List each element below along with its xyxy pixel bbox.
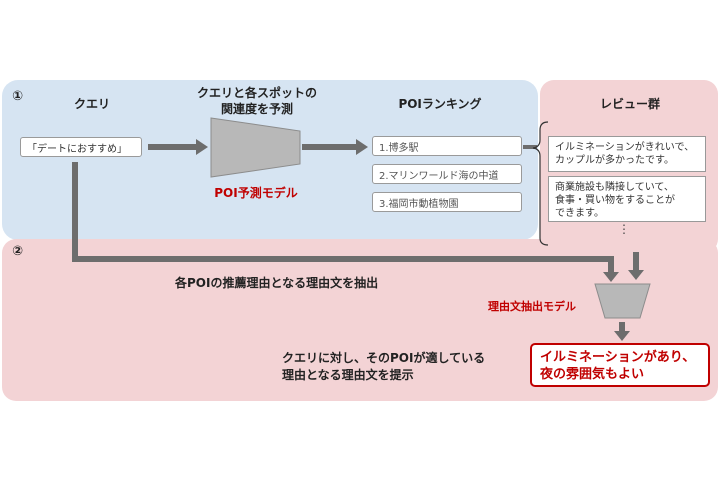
prediction-model-shape bbox=[210, 117, 301, 178]
review-item-line: イルミネーションがきれいで、 bbox=[555, 142, 695, 153]
review-item: イルミネーションがきれいで、 カップルが多かったです。 bbox=[548, 136, 706, 172]
query-box: 「デートにおすすめ」 bbox=[20, 137, 142, 157]
review-item-line: カップルが多かったです。 bbox=[555, 155, 674, 166]
review-item: 商業施設も隣接していて、 食事・買い物をすることが できます。 bbox=[548, 176, 706, 222]
review-item-line: 商業施設も隣接していて、 bbox=[555, 182, 674, 193]
result-reason-line1: イルミネーションがあり、 bbox=[540, 350, 696, 365]
arrow-query-to-model bbox=[148, 144, 196, 150]
prediction-heading: クエリと各スポットの 関連度を予測 bbox=[172, 85, 342, 117]
arrow-model-to-result-head bbox=[614, 331, 630, 341]
connector-down-2 bbox=[633, 252, 639, 272]
result-reason-line2: 夜の雰囲気もよい bbox=[540, 367, 645, 382]
ranking-item: 1.博多駅 bbox=[372, 136, 522, 156]
extraction-model-shape bbox=[594, 283, 651, 319]
connector-query-vertical bbox=[72, 162, 78, 262]
arrow-model-to-ranking bbox=[302, 144, 356, 150]
connector-down-1-head bbox=[603, 272, 619, 282]
connector-down-2-head bbox=[628, 270, 644, 280]
connector-down-1 bbox=[608, 256, 614, 274]
result-reason-box: イルミネーションがあり、 夜の雰囲気もよい bbox=[530, 343, 710, 387]
section-2-number: ② bbox=[12, 244, 24, 259]
connector-horizontal bbox=[72, 256, 614, 262]
prediction-heading-line2: 関連度を予測 bbox=[220, 102, 293, 116]
extraction-model-label: 理由文抽出モデル bbox=[488, 300, 576, 313]
present-caption-line2: 理由となる理由文を提示 bbox=[282, 368, 414, 382]
prediction-heading-line1: クエリと各スポットの bbox=[196, 86, 317, 100]
arrow-query-to-model-head bbox=[196, 139, 208, 155]
present-caption-line1: クエリに対し、そのPOIが適している bbox=[282, 351, 486, 365]
ranking-heading: POIランキング bbox=[398, 97, 482, 111]
ranking-item: 2.マリンワールド海の中道 bbox=[372, 164, 522, 184]
prediction-model-label: POI予測モデル bbox=[214, 186, 298, 200]
review-item-line: できます。 bbox=[555, 208, 604, 219]
review-ellipsis: ⋮ bbox=[618, 222, 630, 236]
section-1-number: ① bbox=[12, 89, 24, 104]
query-heading: クエリ bbox=[73, 97, 110, 111]
extract-caption: 各POIの推薦理由となる理由文を抽出 bbox=[175, 276, 379, 290]
arrow-ranking-to-review bbox=[523, 145, 537, 149]
review-heading: レビュー群 bbox=[599, 97, 660, 111]
ranking-item: 3.福岡市動植物園 bbox=[372, 192, 522, 212]
arrow-model-to-result bbox=[619, 322, 625, 334]
review-brace bbox=[532, 121, 549, 246]
present-caption: クエリに対し、そのPOIが適している 理由となる理由文を提示 bbox=[282, 350, 522, 384]
arrow-model-to-ranking-head bbox=[356, 139, 368, 155]
review-item-line: 食事・買い物をすることが bbox=[555, 195, 675, 206]
